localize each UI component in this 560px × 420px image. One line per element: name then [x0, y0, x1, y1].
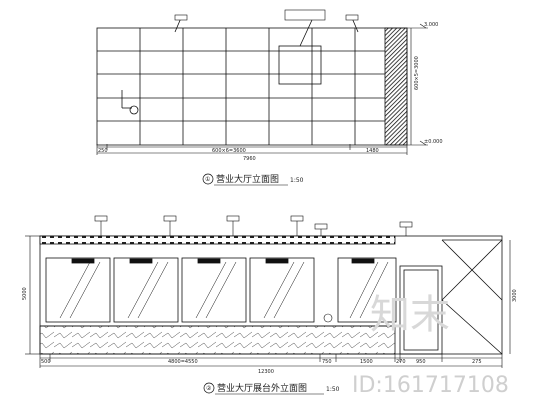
door — [399, 265, 443, 355]
top-dim-mid: 600×6=3600 — [212, 148, 246, 154]
bottom-dimensions — [25, 235, 511, 368]
top-caption-scale: 1:50 — [290, 177, 304, 184]
top-caption-bubble — [202, 173, 214, 185]
top-caption-title: 营业大厅立面图 — [216, 173, 279, 185]
bottom-dim-seg-2: 4800=4550 — [168, 359, 198, 365]
bottom-caption-number: ② — [206, 385, 212, 392]
bottom-dim-seg-6: 950 — [416, 359, 426, 365]
bottom-caption-bubble — [203, 382, 215, 394]
hatched-column — [384, 27, 408, 146]
bottom-dim-height: 5000 — [22, 287, 28, 300]
watermark-id: ID:161717108 — [352, 373, 509, 398]
top-elevation — [96, 17, 408, 146]
bottom-dim-seg-5: 270 — [396, 359, 406, 365]
marble-base — [39, 325, 396, 355]
showcase-4 — [249, 257, 315, 323]
bottom-dim-seg-1: 500 — [41, 359, 51, 365]
bottom-callouts — [94, 215, 413, 323]
top-callouts — [174, 9, 359, 21]
bottom-dim-height-right: 3000 — [512, 289, 518, 302]
top-dimensions — [96, 23, 428, 155]
top-caption-number: ① — [205, 176, 210, 183]
top-dim-total: 7960 — [243, 156, 256, 162]
watermark-mark: 知末 — [370, 292, 450, 338]
top-frieze — [39, 235, 396, 245]
bottom-dim-total: 12300 — [258, 369, 274, 375]
showcase-1 — [45, 257, 111, 323]
bottom-caption-title: 营业大厅展台外立面图 — [217, 382, 307, 394]
showcase-5 — [337, 257, 397, 323]
top-dim-height: 600×5=3000 — [414, 56, 420, 90]
top-dim-left: 250 — [98, 148, 108, 154]
top-dim-right: 1480 — [366, 148, 379, 154]
top-wall-outline — [96, 27, 408, 146]
bottom-caption-scale: 1:50 — [326, 386, 340, 393]
bottom-dim-seg-4: 1500 — [360, 359, 373, 365]
bottom-dim-seg-3: 750 — [322, 359, 332, 365]
bottom-elevation — [39, 235, 503, 355]
showcase-2 — [113, 257, 179, 323]
showcase-3 — [181, 257, 247, 323]
logo-sign — [278, 45, 322, 85]
top-level-bottom: ±0.000 — [424, 139, 443, 145]
bottom-dim-seg-7: 275 — [472, 359, 482, 365]
top-level-top: 3.000 — [424, 22, 438, 28]
